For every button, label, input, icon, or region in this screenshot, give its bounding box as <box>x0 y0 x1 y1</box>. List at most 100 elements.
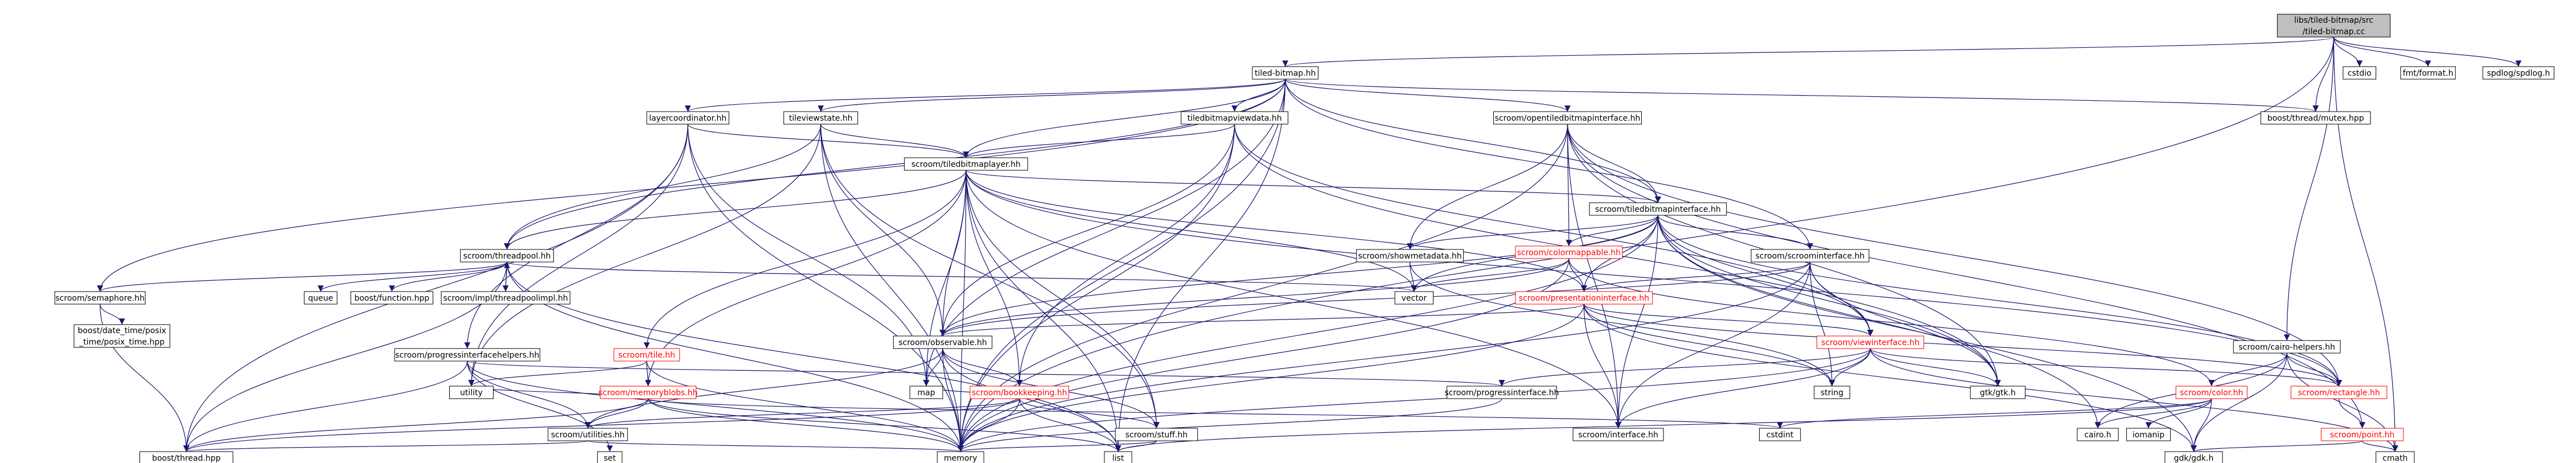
edge-color-to-iomanip <box>2145 398 2212 429</box>
node-tbhh[interactable]: tiled-bitmap.hh <box>1252 66 1318 80</box>
node-queue[interactable]: queue <box>303 291 338 305</box>
node-label: scroom/opentiledbitmapinterface.hh <box>1495 114 1641 123</box>
node-cmath[interactable]: cmath <box>2376 451 2415 463</box>
node-label: tiledbitmapviewdata.hh <box>1188 114 1282 123</box>
node-label: scroom/interface.hh <box>1578 431 1658 440</box>
node-tbviewdata[interactable]: tiledbitmapviewdata.hh <box>1181 111 1289 125</box>
edge-tbviewdata-to-viewiface <box>1234 124 1874 337</box>
node-utility[interactable]: utility <box>449 386 494 399</box>
node-posixtime[interactable]: boost/date_time/posix_time/posix_time.hp… <box>73 324 170 348</box>
node-box <box>1515 291 1653 305</box>
edge-utilities-to-boostthread <box>183 440 589 452</box>
node-fmt[interactable]: fmt/format.h <box>2400 66 2456 80</box>
node-box <box>2290 386 2388 399</box>
node-box <box>2400 66 2456 80</box>
node-box <box>936 451 984 463</box>
node-progresshelpers[interactable]: scroom/progressinterfacehelpers.hh <box>394 348 540 362</box>
edge-threadpoolimpl-to-threadpool <box>504 261 510 292</box>
node-box <box>2376 451 2415 463</box>
node-boostfunc[interactable]: boost/function.hpp <box>350 291 434 305</box>
node-bookkeeping[interactable]: scroom/bookkeeping.hh <box>969 386 1069 399</box>
node-box <box>1394 291 1434 305</box>
node-iomanip[interactable]: iomanip <box>2126 428 2171 441</box>
node-cstdio[interactable]: cstdio <box>2343 66 2377 80</box>
node-tblayer[interactable]: scroom/tiledbitmaplayer.hh <box>904 157 1028 171</box>
node-semaphore[interactable]: scroom/semaphore.hh <box>54 291 146 305</box>
node-label: scroom/colormappable.hh <box>1517 248 1621 257</box>
node-point[interactable]: scroom/point.hh <box>2320 428 2404 441</box>
node-label: /tiled-bitmap.cc <box>2303 27 2365 36</box>
edge-tbhh-to-list <box>1115 79 1286 452</box>
node-threadpoolimpl[interactable]: scroom/impl/threadpoolimpl.hh <box>441 291 570 305</box>
node-showmeta[interactable]: scroom/showmetadata.hh <box>1356 249 1464 263</box>
node-label: scroom/color.hh <box>2180 388 2243 398</box>
node-boostthread[interactable]: boost/thread.hpp <box>139 451 233 463</box>
node-spdlog[interactable]: spdlog/spdlog.h <box>2482 66 2554 80</box>
edge-opentbi-to-interface <box>1567 124 1621 429</box>
node-box <box>2482 66 2554 80</box>
edge-tbhh-to-tblayer <box>963 79 1286 158</box>
node-viewiface[interactable]: scroom/viewinterface.hh <box>1817 335 1924 349</box>
edge-threadpool-to-vector <box>506 261 1417 292</box>
node-tileview[interactable]: tileviewstate.hh <box>783 111 858 125</box>
edge-memblobs-to-list <box>647 398 1121 452</box>
node-tile[interactable]: scroom/tile.hh <box>613 348 680 362</box>
node-box <box>2260 111 2371 125</box>
edge-point-to-gdk <box>2191 440 2363 452</box>
node-memblobs[interactable]: scroom/memoryblobs.hh <box>598 386 698 399</box>
node-map[interactable]: map <box>909 386 943 399</box>
edge-progresshelpers-to-utilities <box>467 360 591 429</box>
node-string[interactable]: string <box>1814 386 1850 399</box>
node-observable[interactable]: scroom/observable.hh <box>893 335 993 349</box>
edge-scroomiface-to-presiface <box>1581 261 1811 292</box>
node-label: scroom/point.hh <box>2330 431 2395 440</box>
node-vector[interactable]: vector <box>1394 291 1434 305</box>
node-memory[interactable]: memory <box>936 451 984 463</box>
edge-opentbi-to-showmeta <box>1407 124 1568 250</box>
edge-observable-to-utilities <box>585 348 943 429</box>
node-label: scroom/tiledbitmaplayer.hh <box>911 160 1021 169</box>
node-box <box>1252 66 1318 80</box>
node-root[interactable]: libs/tiled-bitmap/src/tiled-bitmap.cc <box>2277 14 2391 38</box>
node-progiface[interactable]: scroom/progressinterface.hh <box>1444 386 1559 399</box>
node-set[interactable]: set <box>597 451 623 463</box>
node-box <box>1817 335 1924 349</box>
edge-tblayer-to-presiface <box>966 170 1587 292</box>
node-color[interactable]: scroom/color.hh <box>2175 386 2248 399</box>
node-gdk[interactable]: gdk/gdk.h <box>2164 451 2223 463</box>
node-presiface[interactable]: scroom/presentationinterface.hh <box>1515 291 1653 305</box>
node-colormap[interactable]: scroom/colormappable.hh <box>1515 245 1623 259</box>
edge-bookkeeping-to-stuff <box>1019 398 1160 429</box>
node-box <box>1515 245 1623 259</box>
edge-tblayer-to-tbiface <box>966 170 1661 203</box>
node-stuff[interactable]: scroom/stuff.hh <box>1115 428 1198 441</box>
edge-tblayer-to-threadpool <box>504 170 967 250</box>
node-mutex[interactable]: boost/thread/mutex.hpp <box>2260 111 2371 125</box>
edge-layercoord-to-boostthread <box>183 124 688 452</box>
node-box <box>350 291 434 305</box>
node-box <box>646 111 729 125</box>
node-interface[interactable]: scroom/interface.hh <box>1572 428 1664 441</box>
edge-tblayer-to-bookkeeping <box>966 170 1023 387</box>
node-tbiface[interactable]: scroom/tiledbitmapinterface.hh <box>1589 202 1727 216</box>
node-list[interactable]: list <box>1104 451 1132 463</box>
node-box <box>783 111 858 125</box>
edge-tileview-to-tblayer <box>820 124 969 158</box>
node-box <box>449 386 494 399</box>
node-threadpool[interactable]: scroom/threadpool.hh <box>460 249 554 263</box>
node-opentbi[interactable]: scroom/opentiledbitmapinterface.hh <box>1493 111 1642 125</box>
node-cairo[interactable]: cairo.h <box>2077 428 2119 441</box>
node-cairohelpers[interactable]: scroom/cairo-helpers.hh <box>2233 340 2341 354</box>
node-layercoord[interactable]: layercoordinator.hh <box>646 111 729 125</box>
node-label: scroom/observable.hh <box>898 338 987 347</box>
node-scroomiface[interactable]: scroom/scroominterface.hh <box>1751 249 1870 263</box>
node-gtk[interactable]: gtk/gtk.h <box>1970 386 2026 399</box>
edge-observable-to-memory <box>942 348 964 452</box>
node-rectangle[interactable]: scroom/rectangle.hh <box>2290 386 2388 399</box>
node-cstdint[interactable]: cstdint <box>1759 428 1801 441</box>
edge-tbiface-to-colormap <box>1566 215 1658 247</box>
node-box <box>1759 428 1801 441</box>
node-utilities[interactable]: scroom/utilities.hh <box>548 428 628 441</box>
node-box <box>893 335 993 349</box>
